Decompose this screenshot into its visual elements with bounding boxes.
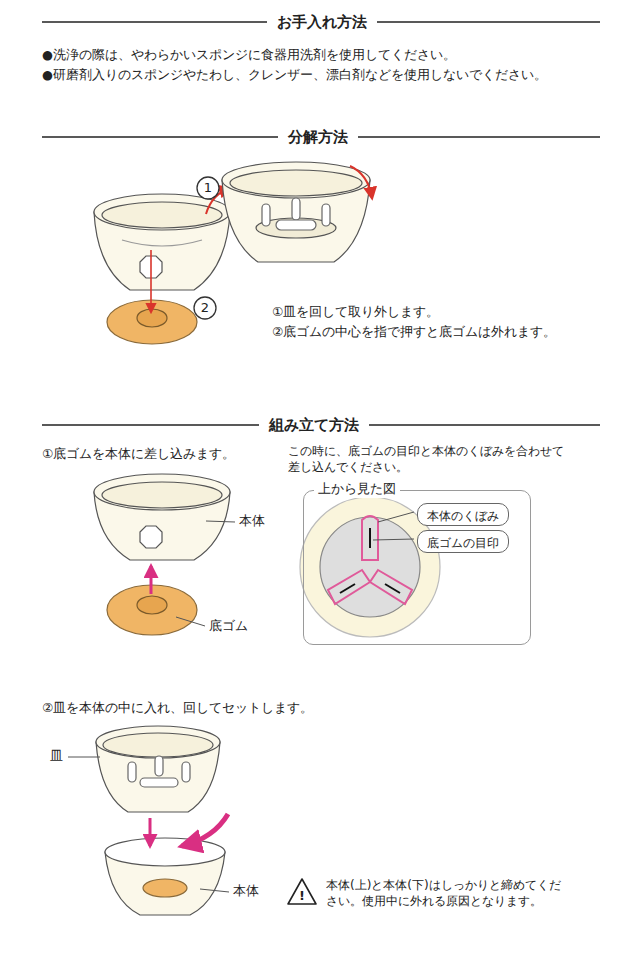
section-heading: 分解方法 xyxy=(278,127,358,147)
section-rules xyxy=(42,22,600,425)
callout-number: 1 xyxy=(204,179,212,197)
step-text: ②底ゴムの中心を指で押すと底ゴムは外れます。 xyxy=(272,324,556,341)
view-panel: 上から見た図本体のくぼみ底ゴムの目印 xyxy=(303,490,531,645)
part-name: 本体 xyxy=(233,883,259,900)
callout-text: 本体のくぼみ xyxy=(427,509,499,523)
section-heading: お手入れ方法 xyxy=(267,12,377,32)
callout-box: 底ゴムの目印 xyxy=(417,530,509,553)
part-name: 底ゴム xyxy=(209,618,248,635)
section-heading: 組み立て方法 xyxy=(259,415,369,435)
callout-box: 本体のくぼみ xyxy=(417,503,509,526)
assembly-figure-1 xyxy=(94,474,235,635)
note-text: ●研磨剤入りのスポンジやたわし、クレンザー、漂白剤などを使用しないでください。 xyxy=(42,67,547,84)
callout-number: 2 xyxy=(201,299,209,317)
warning-text: 本体(上)と本体(下)はしっかりと締めてください。使用中に外れる原因となります。 xyxy=(326,877,566,909)
note-text: この時に、底ゴムの目印と本体のくぼみを合わせて差し込んでください。 xyxy=(288,443,570,475)
panel-heading: 上から見た図 xyxy=(314,481,400,498)
step-text: ②皿を本体の中に入れ、回してセットします。 xyxy=(42,700,313,717)
step-text: ①皿を回して取り外します。 xyxy=(272,304,439,321)
assembly-figure-2 xyxy=(68,726,316,915)
note-text: ●洗浄の際は、やわらかいスポンジに食器用洗剤を使用してください。 xyxy=(42,47,456,64)
step-text: ①底ゴムを本体に差し込みます。 xyxy=(42,446,235,463)
callout-text: 底ゴムの目印 xyxy=(427,536,499,550)
warning-mark: ! xyxy=(299,887,305,905)
part-name: 本体 xyxy=(239,513,265,530)
part-name: 皿 xyxy=(50,748,63,765)
